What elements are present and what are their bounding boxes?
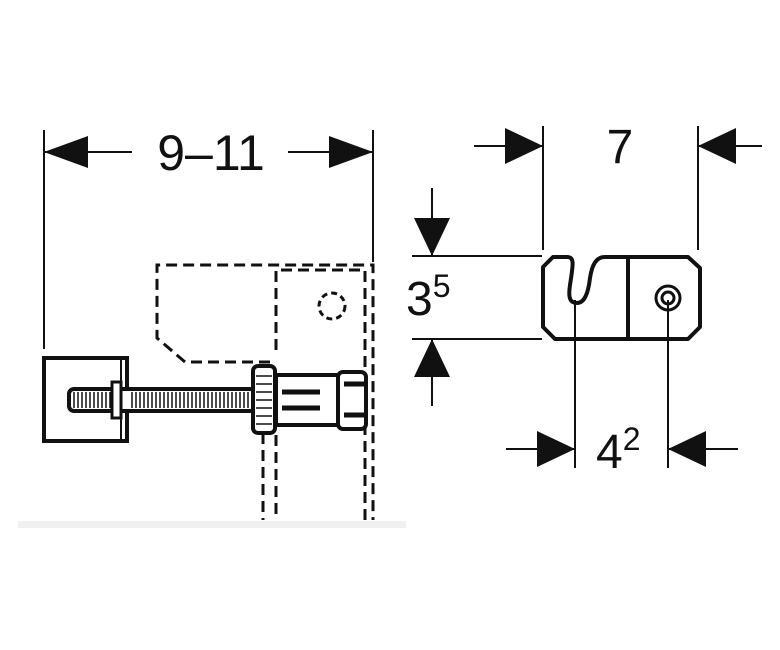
arrowhead-left [537,431,575,467]
arrowhead-up [414,339,450,377]
bracket-width-dimension: 7 [474,121,762,250]
mounting-bracket [541,255,702,341]
bracket-height-label: 35 [406,268,451,326]
overall-width-dimension: 9–11 [43,125,374,349]
background-band [18,521,406,528]
sleeve-end [336,370,368,431]
arrowhead-right [698,128,736,164]
bracket-width-label: 7 [607,121,634,174]
arrowhead-right [668,431,706,467]
washer [110,380,123,420]
overall-width-label: 9–11 [157,125,265,181]
bracket-height-dimension: 35 [406,188,542,406]
hole-spacing-label: 42 [596,421,641,479]
threaded-rod [67,387,257,413]
arrowhead-left [44,136,88,168]
mounting-bolt-assembly [42,356,368,443]
arrowhead-left [505,128,543,164]
bracket-outline [541,255,702,341]
hole-spacing-dimension: 42 [506,300,738,479]
hole-dashed-circle [317,291,347,321]
arrowhead-down [414,218,450,256]
sleeve [274,373,342,427]
arrowhead-right [329,136,373,168]
